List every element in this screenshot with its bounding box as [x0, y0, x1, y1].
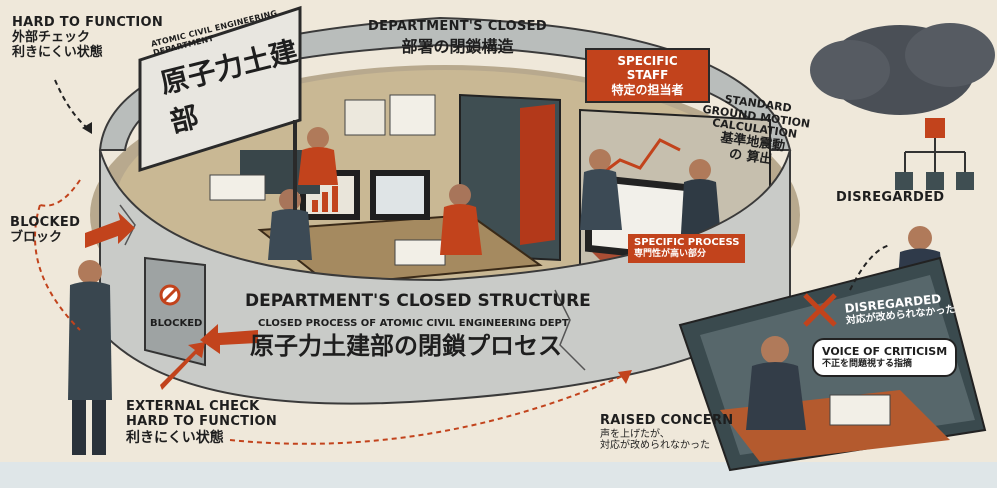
raised-concern-label: RAISED CONCERN 声を上げたが、 対応が改められなかった [600, 413, 734, 452]
specific-process-jp: 専門性が高い部分 [634, 249, 707, 259]
specific-staff-jp: 特定の担当者 [611, 82, 684, 97]
external-check-label: EXTERNAL CHECK HARD TO FUNCTION 利きにくい状態 [126, 399, 278, 446]
hard-to-function-jp-1: 外部チェック [12, 29, 91, 45]
raised-concern-jp-1: 声を上げたが、 [600, 428, 670, 440]
department-closed-en: DEPARTMENT'S CLOSED [368, 19, 547, 34]
raised-concern-en: RAISED CONCERN [600, 413, 734, 428]
specific-process-label: SPECIFIC PROCESS 専門性が高い部分 [628, 234, 746, 263]
specific-process-en: SPECIFIC PROCESS [634, 237, 740, 248]
specific-staff-badge: SPECIFIC STAFF 特定の担当者 [585, 48, 710, 104]
department-closed-jp: 部署の閉鎖構造 [401, 36, 514, 56]
external-check-jp: 利きにくい状態 [126, 429, 224, 446]
external-check-en-2: HARD TO FUNCTION [126, 413, 278, 429]
voice-of-criticism-jp: 不正を問題視する指摘 [822, 358, 913, 369]
hard-to-function-jp-2: 利きにくい状態 [12, 44, 103, 60]
wall-subtitle: CLOSED PROCESS OF ATOMIC CIVIL ENGINEERI… [258, 318, 569, 329]
raised-concern-jp-2: 対応が改められなかった [600, 440, 710, 452]
external-check-en-1: EXTERNAL CHECK [126, 399, 260, 414]
blocked-left-label: BLOCKED ブロック [10, 215, 81, 246]
voice-of-criticism-en: VOICE OF CRITICISM [822, 345, 948, 358]
hard-to-function-label: HARD TO FUNCTION 外部チェック 利きにくい状態 [12, 15, 164, 61]
department-closed-label: DEPARTMENT'S CLOSED 部署の閉鎖構造 [368, 19, 547, 56]
hard-to-function-en: HARD TO FUNCTION [12, 15, 164, 30]
blocked-left-jp: ブロック [10, 229, 63, 245]
specific-staff-en: SPECIFIC STAFF [617, 54, 678, 83]
blocked-left-en: BLOCKED [10, 215, 81, 230]
wall-jp: 原子力土建部の閉鎖プロセス [250, 332, 562, 360]
voice-of-criticism-bubble: VOICE OF CRITICISM 不正を問題視する指摘 [812, 338, 958, 377]
door-blocked-label: BLOCKED [150, 318, 203, 329]
disregarded-top-label: DISREGARDED [836, 190, 945, 205]
wall-title: DEPARTMENT'S CLOSED STRUCTURE [245, 291, 591, 311]
